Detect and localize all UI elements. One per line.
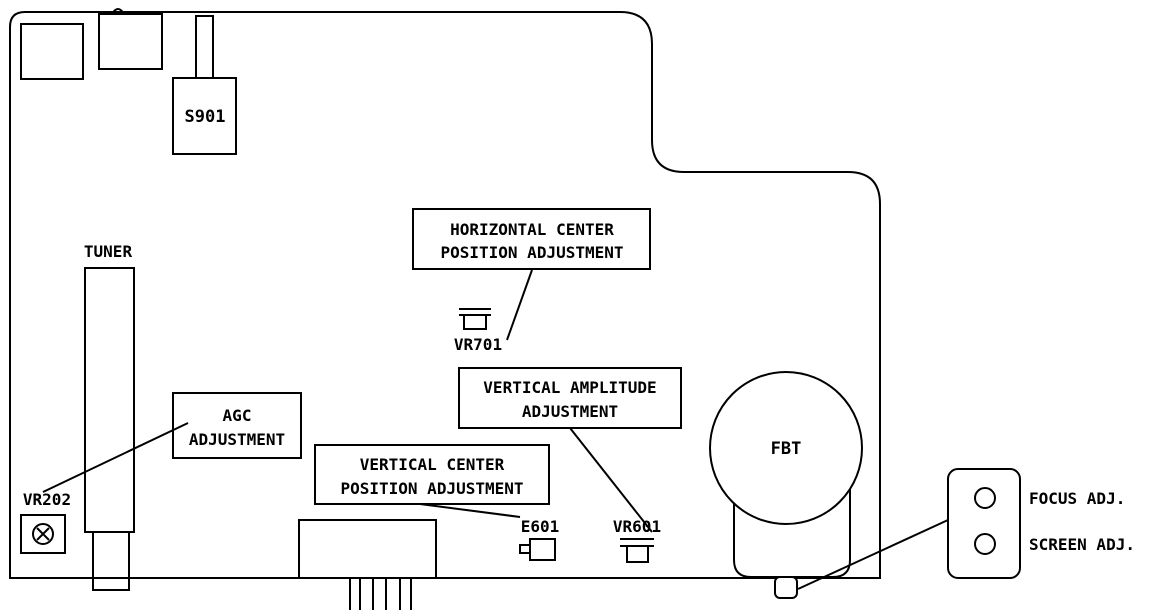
focus-adj-knob — [974, 487, 996, 509]
vr701-symbol — [459, 308, 491, 330]
vr202-label: VR202 — [23, 490, 71, 509]
horizontal-center-callout-line-1: HORIZONTAL CENTER — [450, 220, 614, 239]
e601-body — [529, 538, 556, 561]
side-adjustment-panel — [947, 468, 1021, 579]
agc-callout-line-2: ADJUSTMENT — [189, 430, 285, 449]
bottom-connector-pins — [349, 578, 412, 610]
component-square-1 — [20, 23, 84, 80]
tuner-body — [84, 267, 135, 533]
vr701-label: VR701 — [454, 335, 502, 354]
horizontal-center-callout-box — [412, 208, 651, 270]
bottom-connector-body — [298, 519, 437, 579]
vertical-center-callout-box — [314, 444, 550, 505]
fbt-output-connector — [774, 576, 798, 599]
fbt-leader-line — [797, 519, 949, 590]
vertical-amplitude-callout-line-1: VERTICAL AMPLITUDE — [483, 378, 656, 397]
horizontal-center-callout-line-2: POSITION ADJUSTMENT — [440, 243, 623, 262]
screen-adj-label: SCREEN ADJ. — [1029, 535, 1135, 554]
vr601-label: VR601 — [613, 517, 661, 536]
e601-tab — [519, 544, 531, 554]
vr202-knob-mark — [36, 527, 50, 541]
agc-callout-box — [172, 392, 302, 459]
vertical-amplitude-callout-line-2: ADJUSTMENT — [522, 402, 618, 421]
vertical-center-leader-line — [419, 503, 521, 518]
e601-label: E601 — [521, 517, 560, 536]
agc-callout-line-1: AGC — [223, 406, 252, 425]
component-square-2 — [98, 13, 163, 70]
vertical-amplitude-leader-line — [569, 427, 653, 533]
horizontal-center-leader-line — [506, 269, 533, 341]
vr202-body — [20, 514, 66, 554]
component-tab — [111, 8, 125, 15]
board-outline — [9, 11, 881, 579]
vertical-center-callout-line-1: VERTICAL CENTER — [360, 455, 505, 474]
vr601-symbol — [620, 538, 654, 563]
tuner-connector — [92, 531, 130, 591]
s901-body — [172, 77, 237, 155]
s901-label: S901 — [185, 107, 226, 127]
vertical-center-callout-line-2: POSITION ADJUSTMENT — [340, 479, 523, 498]
fbt-body — [709, 371, 863, 525]
fbt-label: FBT — [771, 439, 802, 459]
screen-adj-knob — [974, 533, 996, 555]
tuner-label: TUNER — [84, 242, 133, 261]
focus-adj-label: FOCUS ADJ. — [1029, 489, 1125, 508]
agc-leader-line — [42, 422, 189, 493]
s901-shaft — [195, 15, 214, 79]
vr202-knob — [32, 523, 54, 545]
